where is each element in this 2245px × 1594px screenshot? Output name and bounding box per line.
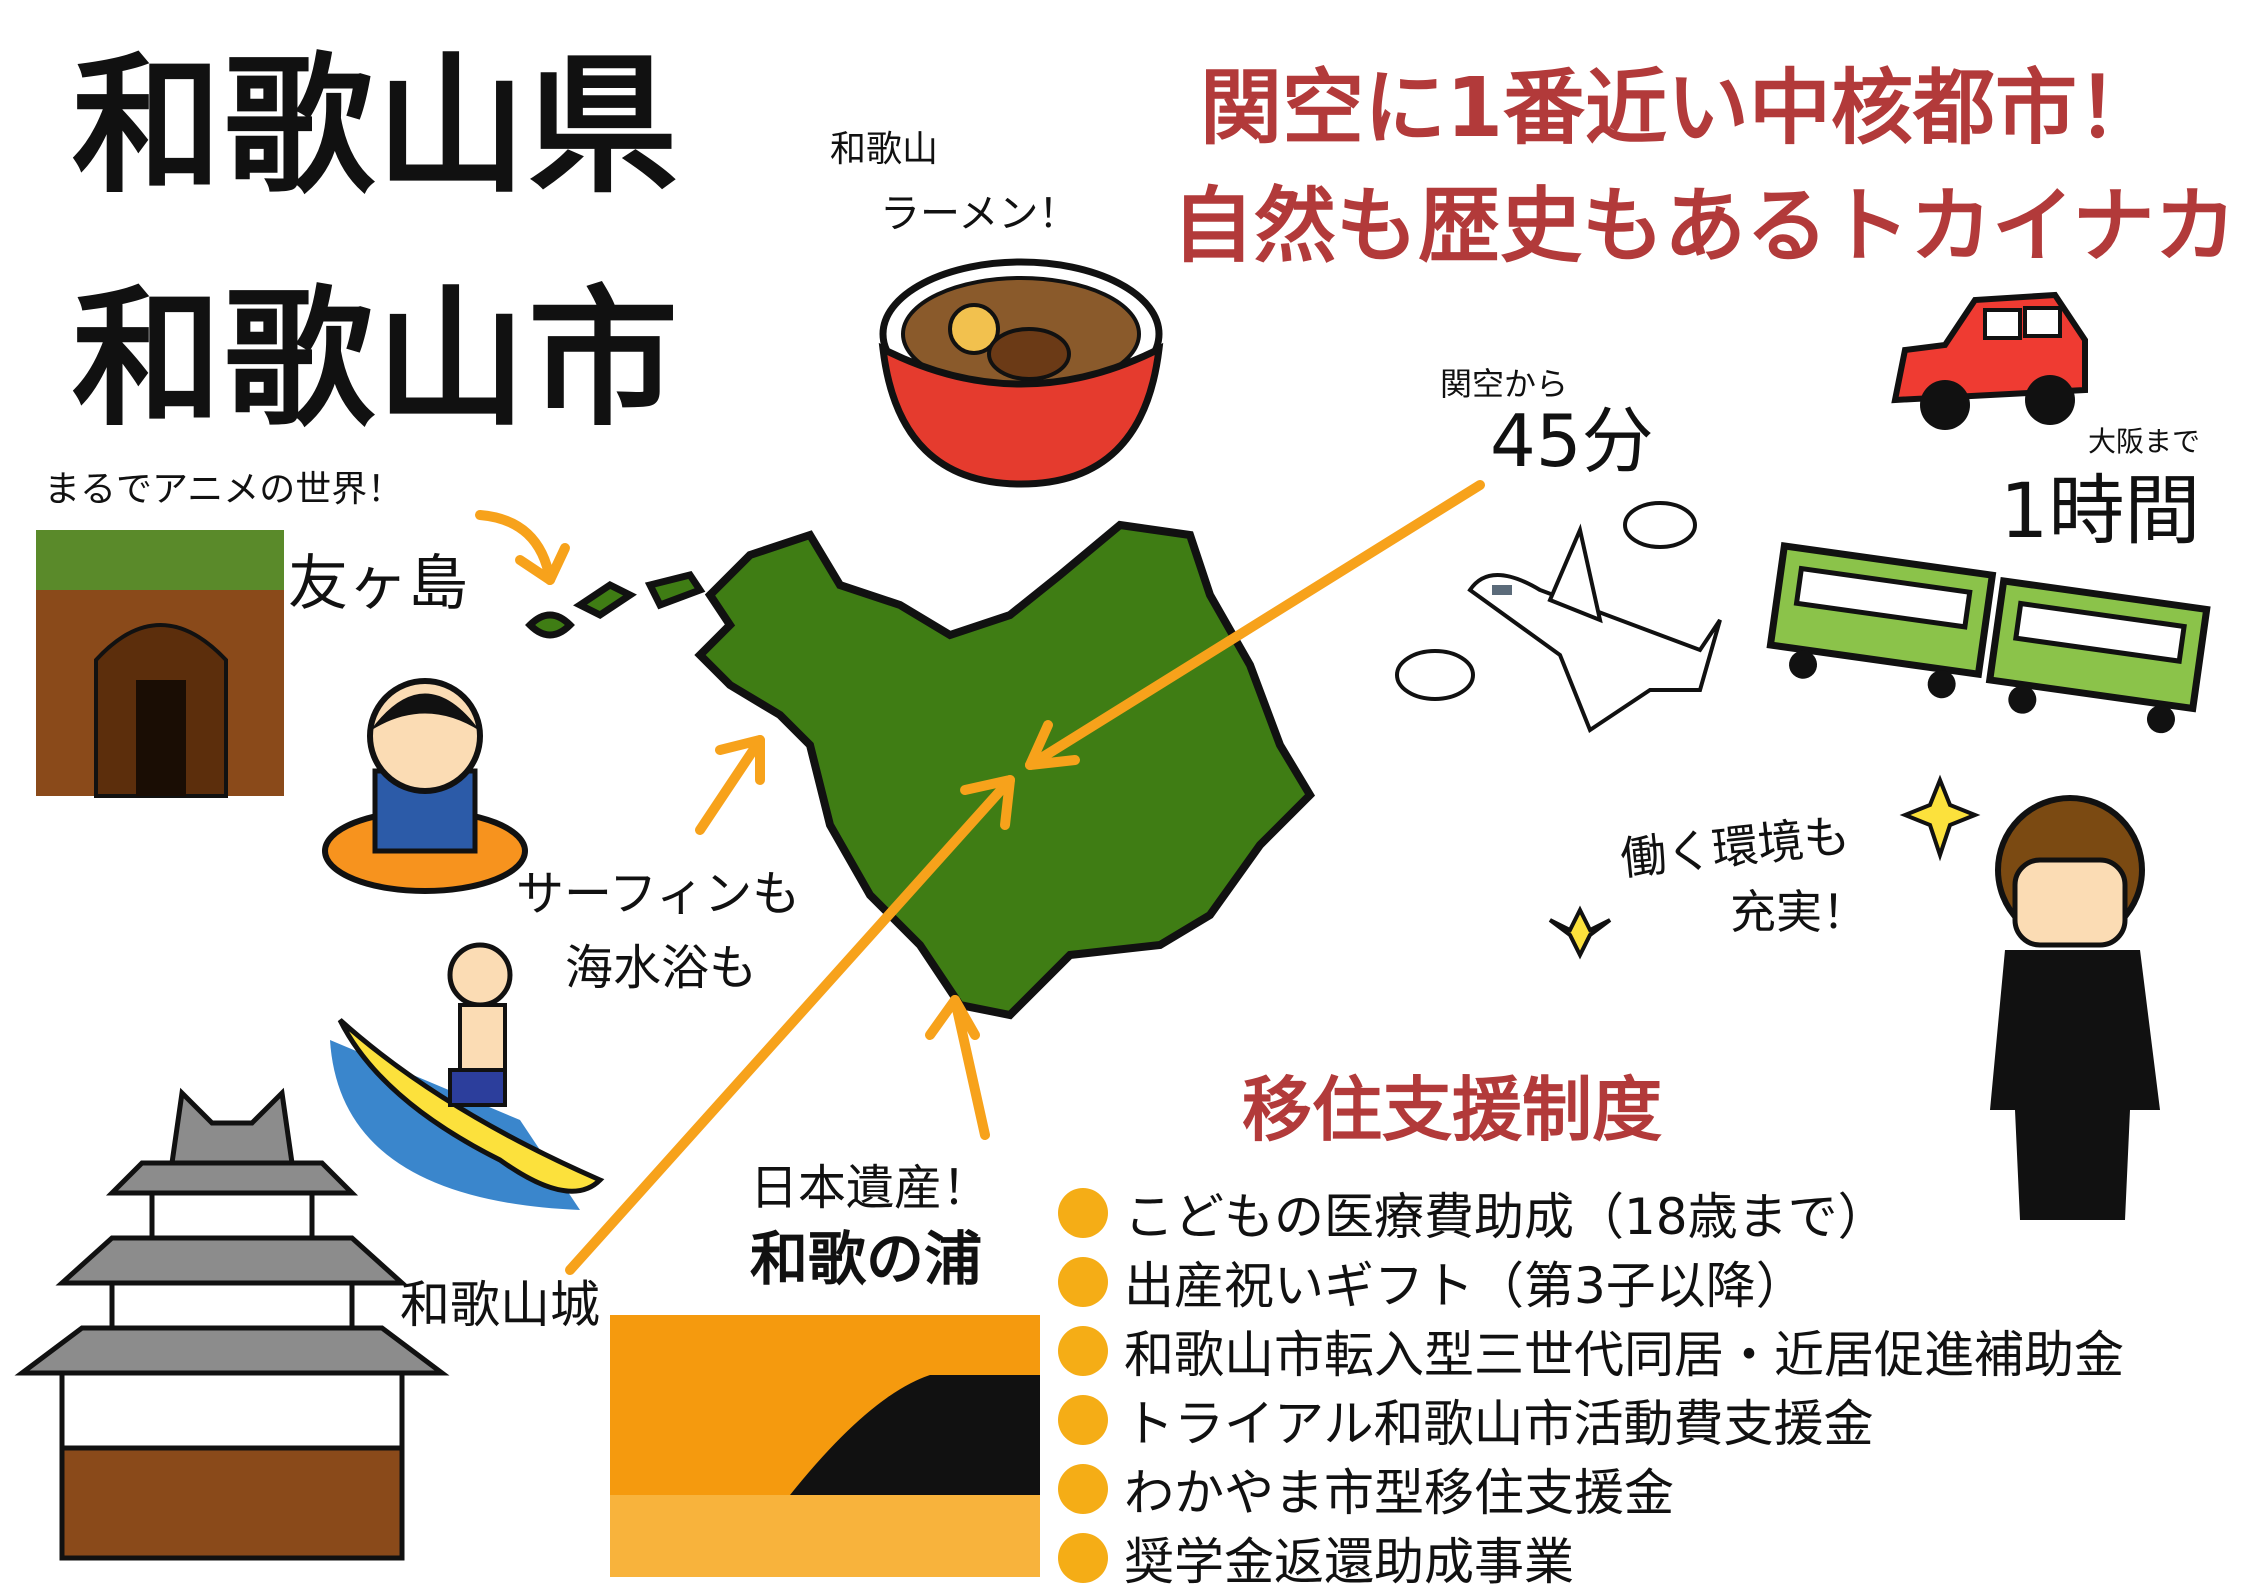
support-item: 出産祝いギフト（第3子以降） <box>1058 1247 2124 1316</box>
bullet-icon <box>1058 1532 1108 1583</box>
ramen-label-1: 和歌山 <box>830 129 939 170</box>
airport-arrow <box>1025 480 1485 770</box>
support-item: トライアル和歌山市活動費支援金 <box>1058 1385 2124 1454</box>
ramen-bowl-icon <box>878 258 1164 488</box>
bullet-icon <box>1058 1325 1108 1376</box>
work-label-2: 充実！ <box>1730 885 1868 939</box>
bullet-icon <box>1058 1394 1108 1445</box>
train-icon <box>1766 542 2211 734</box>
airplane-icon <box>1395 501 1722 734</box>
wakanoura-sunset-photo <box>610 1315 1040 1577</box>
support-item-text: 出産祝いギフト（第3子以降） <box>1124 1256 1806 1315</box>
bullet-icon <box>1058 1256 1108 1307</box>
bullet-icon <box>1058 1187 1108 1238</box>
support-item-text: 奨学金返還助成事業 <box>1124 1532 1574 1591</box>
support-item-text: 和歌山市転入型三世代同居・近居促進補助金 <box>1124 1325 2124 1384</box>
airport-from-label: 関空から <box>1440 365 1569 403</box>
headline-line1: 関空に1番近い中核都市！ <box>1200 61 2160 156</box>
castle-name: 和歌山城 <box>400 1276 600 1334</box>
support-item: 奨学金返還助成事業 <box>1058 1523 2124 1592</box>
support-list: こどもの医療費助成（18歳まで） 出産祝いギフト（第3子以降） 和歌山市転入型三… <box>1058 1178 2124 1592</box>
title-city: 和歌山市 <box>72 273 681 447</box>
island-name: 友ヶ島 <box>288 549 468 619</box>
heritage-label-1: 日本遺産！ <box>750 1160 991 1216</box>
tomogashima-photo <box>36 530 284 798</box>
heritage-arrow <box>950 995 990 1140</box>
support-item-text: トライアル和歌山市活動費支援金 <box>1124 1394 1874 1453</box>
title-prefecture: 和歌山県 <box>72 40 681 214</box>
beach-label-1: サーフィンも <box>516 866 801 922</box>
train-to-label: 大阪まで <box>2088 425 2201 458</box>
car-icon <box>1891 291 2088 430</box>
castle-arrow <box>565 775 1015 1275</box>
heritage-label-2: 和歌の浦 <box>750 1225 983 1293</box>
train-time: 1時間 <box>2000 466 2201 555</box>
support-item: 和歌山市転入型三世代同居・近居促進補助金 <box>1058 1316 2124 1385</box>
child-swim-ring-icon <box>322 678 528 894</box>
beach-label-2: 海水浴も <box>565 940 758 996</box>
wakayama-castle-icon <box>14 1087 450 1561</box>
support-item: こどもの医療費助成（18歳まで） <box>1058 1178 2124 1247</box>
headline-line2: 自然も歴史もあるトカイナカ <box>1172 179 2237 274</box>
airport-time: 45分 <box>1490 399 1654 483</box>
island-arrow <box>475 510 555 585</box>
ramen-label-2: ラーメン！ <box>880 191 1079 237</box>
support-heading: 移住支援制度 <box>1242 1069 1662 1151</box>
beach-arrow <box>695 735 765 835</box>
island-caption: まるでアニメの世界！ <box>44 469 404 510</box>
support-item-text: こどもの医療費助成（18歳まで） <box>1124 1187 1888 1246</box>
surfer-icon <box>330 942 605 1210</box>
bullet-icon <box>1058 1463 1108 1514</box>
support-item-text: わかやま市型移住支援金 <box>1124 1463 1674 1522</box>
businessman-icon <box>1548 774 2160 1220</box>
support-item: わかやま市型移住支援金 <box>1058 1454 2124 1523</box>
wakayama-city-map <box>525 520 1316 1020</box>
